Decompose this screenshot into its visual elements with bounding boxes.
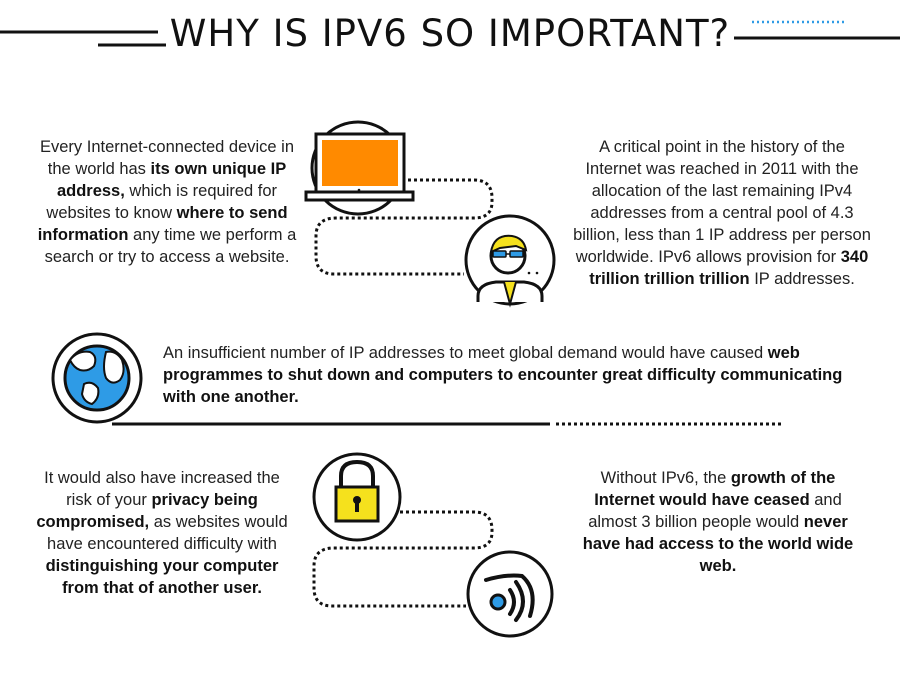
block2-text-2: IP addresses.: [749, 270, 855, 288]
block1-text-1: Every Internet-connected device in the w…: [39, 138, 295, 178]
block1-text-2: which is required for websites to know: [46, 182, 278, 222]
block3-text-1: An insufficient number of IP addresses t…: [163, 344, 768, 362]
block4-text-2: as websites would have encountered diffi…: [47, 513, 288, 553]
block4-bold-1: privacy being compromised,: [36, 491, 258, 531]
page-title: WHY IS IPV6 SO IMPORTANT?: [169, 12, 731, 55]
wifi-icon: [466, 550, 554, 638]
block5-text-1: Without IPv6, the: [600, 469, 731, 487]
block1-text-3: any time we perform a search or try to a…: [44, 226, 297, 266]
block2-bold-1: 340 trillion trillion trillion: [589, 248, 869, 288]
padlock-icon: [312, 452, 402, 542]
block5-bold-2: never have had access to the world wide …: [582, 513, 854, 575]
laptop-icon: [304, 120, 415, 216]
block1-bold-2: where to send information: [37, 204, 288, 244]
block1-bold-1: its own unique IP address,: [56, 160, 287, 200]
block5-text-2: and almost 3 billion people would: [588, 491, 842, 531]
block4-text-1: It would also have increased the risk of…: [44, 469, 280, 509]
block4-bold-2: distinguishing your computer from that o…: [45, 557, 279, 597]
text-block-insufficient: An insufficient number of IP addresses t…: [163, 342, 863, 408]
user-icon: [464, 214, 556, 308]
text-block-ipv4-exhaustion: A critical point in the history of the I…: [572, 136, 872, 290]
text-block-unique-ip: Every Internet-connected device in the w…: [36, 136, 298, 268]
block3-bold-1: web programmes to shut down and computer…: [163, 344, 843, 406]
block2-text-1: A critical point in the history of the I…: [573, 138, 871, 266]
connector-top: [314, 178, 494, 276]
block5-bold-1: growth of the Internet would have ceased: [594, 469, 836, 509]
text-block-privacy: It would also have increased the risk of…: [34, 467, 290, 599]
text-block-growth: Without IPv6, the growth of the Internet…: [576, 467, 860, 577]
globe-icon: [51, 332, 143, 424]
